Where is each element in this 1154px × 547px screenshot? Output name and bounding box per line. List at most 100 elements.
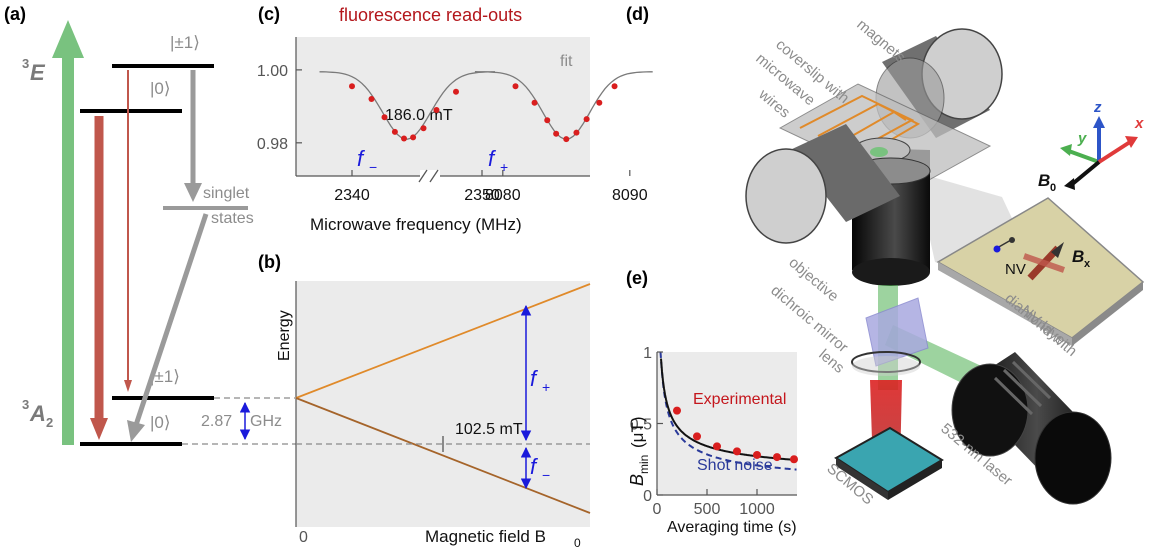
ket-excited-pm1: |±1⟩ (170, 33, 200, 52)
3e-sup: 3 (22, 56, 29, 71)
panel-b-xlabel-sub: 0 (574, 536, 581, 547)
zfs-unit: GHz (250, 413, 282, 430)
fit-curve-f-minus (319, 71, 495, 140)
dichroic-mirror (865, 297, 929, 367)
isc-arrow-return (133, 213, 209, 426)
data-point-f-plus (611, 83, 618, 90)
singlet-text-2: states (211, 210, 254, 227)
panel-e-marks: 0 0.5 1 0 500 1000 (630, 345, 798, 518)
lens (851, 351, 921, 373)
e-x-tick-label: 500 (694, 501, 721, 518)
axes-triad (1060, 116, 1138, 190)
nv-label: NV (1005, 261, 1026, 278)
shot-noise-label: Shot noise (697, 457, 773, 474)
bx-sub: x (1084, 258, 1091, 270)
panel-e-plot-bg (657, 352, 797, 495)
y-tick-label: 1.00 (257, 63, 288, 80)
x-tick-label: 2350 (464, 187, 500, 204)
experimental-point (673, 406, 681, 415)
f-plus-sub: + (542, 379, 550, 395)
3a2-label: A (29, 401, 46, 426)
experimental-point (713, 442, 721, 451)
data-point-f-plus (544, 117, 551, 124)
singlet-text-1: singlet (203, 185, 250, 202)
experimental-point (693, 432, 701, 441)
magnet-left (745, 124, 900, 244)
bx-label: B (1072, 247, 1084, 266)
isc-arrow-down-head (184, 183, 202, 202)
c-f-plus-sub: + (500, 159, 508, 175)
panel-b-label: (b) (258, 252, 281, 272)
e-y-tick-label: 1 (643, 345, 652, 362)
red-decay-thin-head (124, 380, 132, 392)
red-decay-thick-head (90, 418, 108, 440)
ket-ground-pm1: |±1⟩ (150, 367, 180, 386)
data-point-f-minus (433, 107, 440, 113)
experimental-point (753, 450, 761, 459)
panel-c-label: (c) (258, 4, 280, 24)
c-f-minus-label: f (357, 146, 366, 171)
field-mark-label: 102.5 mT (455, 421, 523, 438)
b0-label: B (1038, 171, 1050, 190)
3a2-sub: 2 (46, 415, 53, 430)
nv-center-dot (993, 245, 1001, 253)
panel-e-ylabel-sub: min (637, 455, 651, 474)
data-point-f-plus (563, 136, 570, 143)
data-point-f-plus (583, 116, 590, 123)
panel-c-plot-bg (296, 37, 590, 176)
axis-break-mark-1 (418, 169, 428, 183)
panel-e-ylabel: B (627, 474, 647, 486)
laser (951, 352, 1112, 505)
data-point-f-minus (368, 96, 375, 103)
fit-label: fit (560, 53, 573, 70)
data-point-f-plus (553, 130, 560, 137)
data-point-f-minus (453, 88, 459, 95)
diamond-inset (936, 197, 1145, 346)
isc-arrow-return-head (127, 420, 145, 442)
ket-ground-0: |0⟩ (150, 413, 171, 432)
panel-b: (b) Energy 0 Magnetic field B 0 102.5 mT… (258, 252, 591, 547)
b0-sub: 0 (1050, 182, 1056, 194)
data-point-f-minus (420, 125, 427, 132)
shot-noise-curve (659, 351, 797, 471)
ket-excited-0: |0⟩ (150, 79, 171, 98)
magnets-label: magnets (853, 16, 908, 66)
e-y-tick-label: 0.5 (630, 417, 652, 434)
panel-d: (d) (626, 4, 1145, 508)
e-x-tick-label: 1000 (739, 501, 775, 518)
y-tick-label: 0.98 (257, 136, 288, 153)
data-point-f-minus (391, 128, 398, 135)
data-point-f-minus (381, 114, 388, 121)
e-x-tick-label: 0 (653, 501, 662, 518)
panel-e-ylabel-unit: (μT) (628, 416, 647, 448)
x-tick-label: 8090 (612, 187, 648, 204)
axis-y-label: y (1077, 130, 1087, 147)
f-plus-label: f (530, 366, 539, 391)
zfs-value: 2.87 (201, 413, 232, 430)
panel-b-xlabel: Magnetic field B (425, 527, 546, 546)
data-point-f-plus (573, 129, 580, 136)
data-point-f-minus (401, 135, 407, 142)
axis-z-label: z (1093, 99, 1102, 116)
c-f-minus-sub: − (369, 159, 377, 175)
panel-b-x-zero: 0 (299, 529, 308, 546)
e-y-tick-label: 0 (643, 488, 652, 505)
panel-a: (a) 3 E 3 A 2 |±1⟩ |0⟩ |±1⟩ |0⟩ singlet (4, 4, 296, 446)
3e-label: E (30, 60, 46, 85)
axis-break-mark-2 (429, 169, 439, 183)
experimental-point (733, 447, 741, 456)
upper-branch-line (295, 283, 591, 399)
panel-c: (c) fluorescence read-outs fit 186.0 mT … (257, 4, 653, 234)
x-tick-label: 2340 (334, 187, 370, 204)
experimental-point (790, 455, 798, 464)
panel-a-label: (a) (4, 4, 26, 24)
panel-b-plot-bg (296, 281, 590, 527)
panel-e-xlabel: Averaging time (s) (667, 519, 797, 536)
lower-branch-line (295, 397, 591, 514)
experimental-point (773, 453, 781, 462)
data-point-f-minus (349, 83, 355, 90)
axis-x-label: x (1134, 115, 1144, 132)
f-minus-label: f (530, 454, 539, 479)
